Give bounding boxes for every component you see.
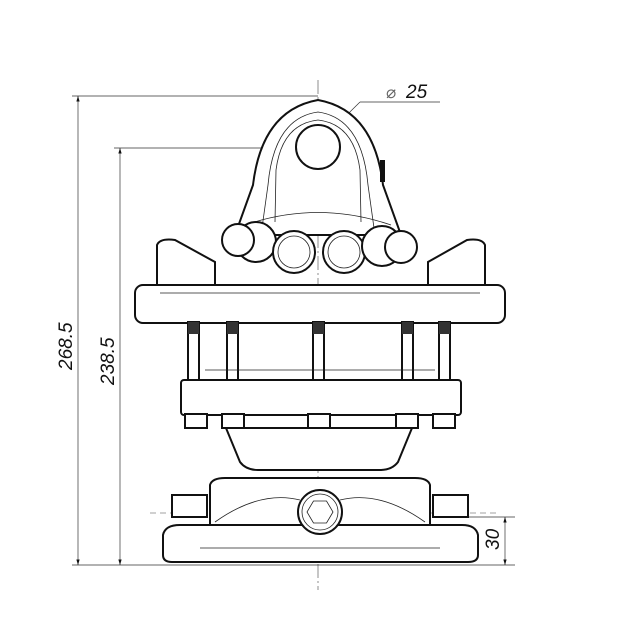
- left-wing: [156, 238, 216, 286]
- base: [162, 477, 479, 563]
- dimension-pin-height: 238.5: [98, 147, 318, 565]
- pin-diameter-label: 25: [405, 82, 428, 103]
- pin-hole: [295, 124, 341, 170]
- fitting: [221, 221, 277, 263]
- dimension-base-height: 30: [460, 516, 515, 565]
- pin-height-label: 238.5: [98, 337, 119, 386]
- nuts: [184, 413, 456, 429]
- dimension-overall-height: 268.5: [56, 95, 515, 566]
- hex-socket: [306, 500, 334, 524]
- fitting: [272, 230, 316, 274]
- drain-plug: [297, 489, 343, 535]
- right-wing: [427, 238, 486, 286]
- lifting-eye: [233, 98, 403, 236]
- hydraulic-fittings: [221, 221, 418, 274]
- diameter-symbol: ⌀: [386, 83, 396, 102]
- fitting: [361, 225, 418, 267]
- fitting: [322, 230, 366, 274]
- flange-ring: [180, 379, 462, 416]
- bolts: [187, 321, 451, 383]
- top-plate: [134, 284, 506, 324]
- base-height-label: 30: [483, 528, 504, 550]
- motor-housing: [224, 427, 414, 471]
- overall-height-label: 268.5: [56, 322, 77, 371]
